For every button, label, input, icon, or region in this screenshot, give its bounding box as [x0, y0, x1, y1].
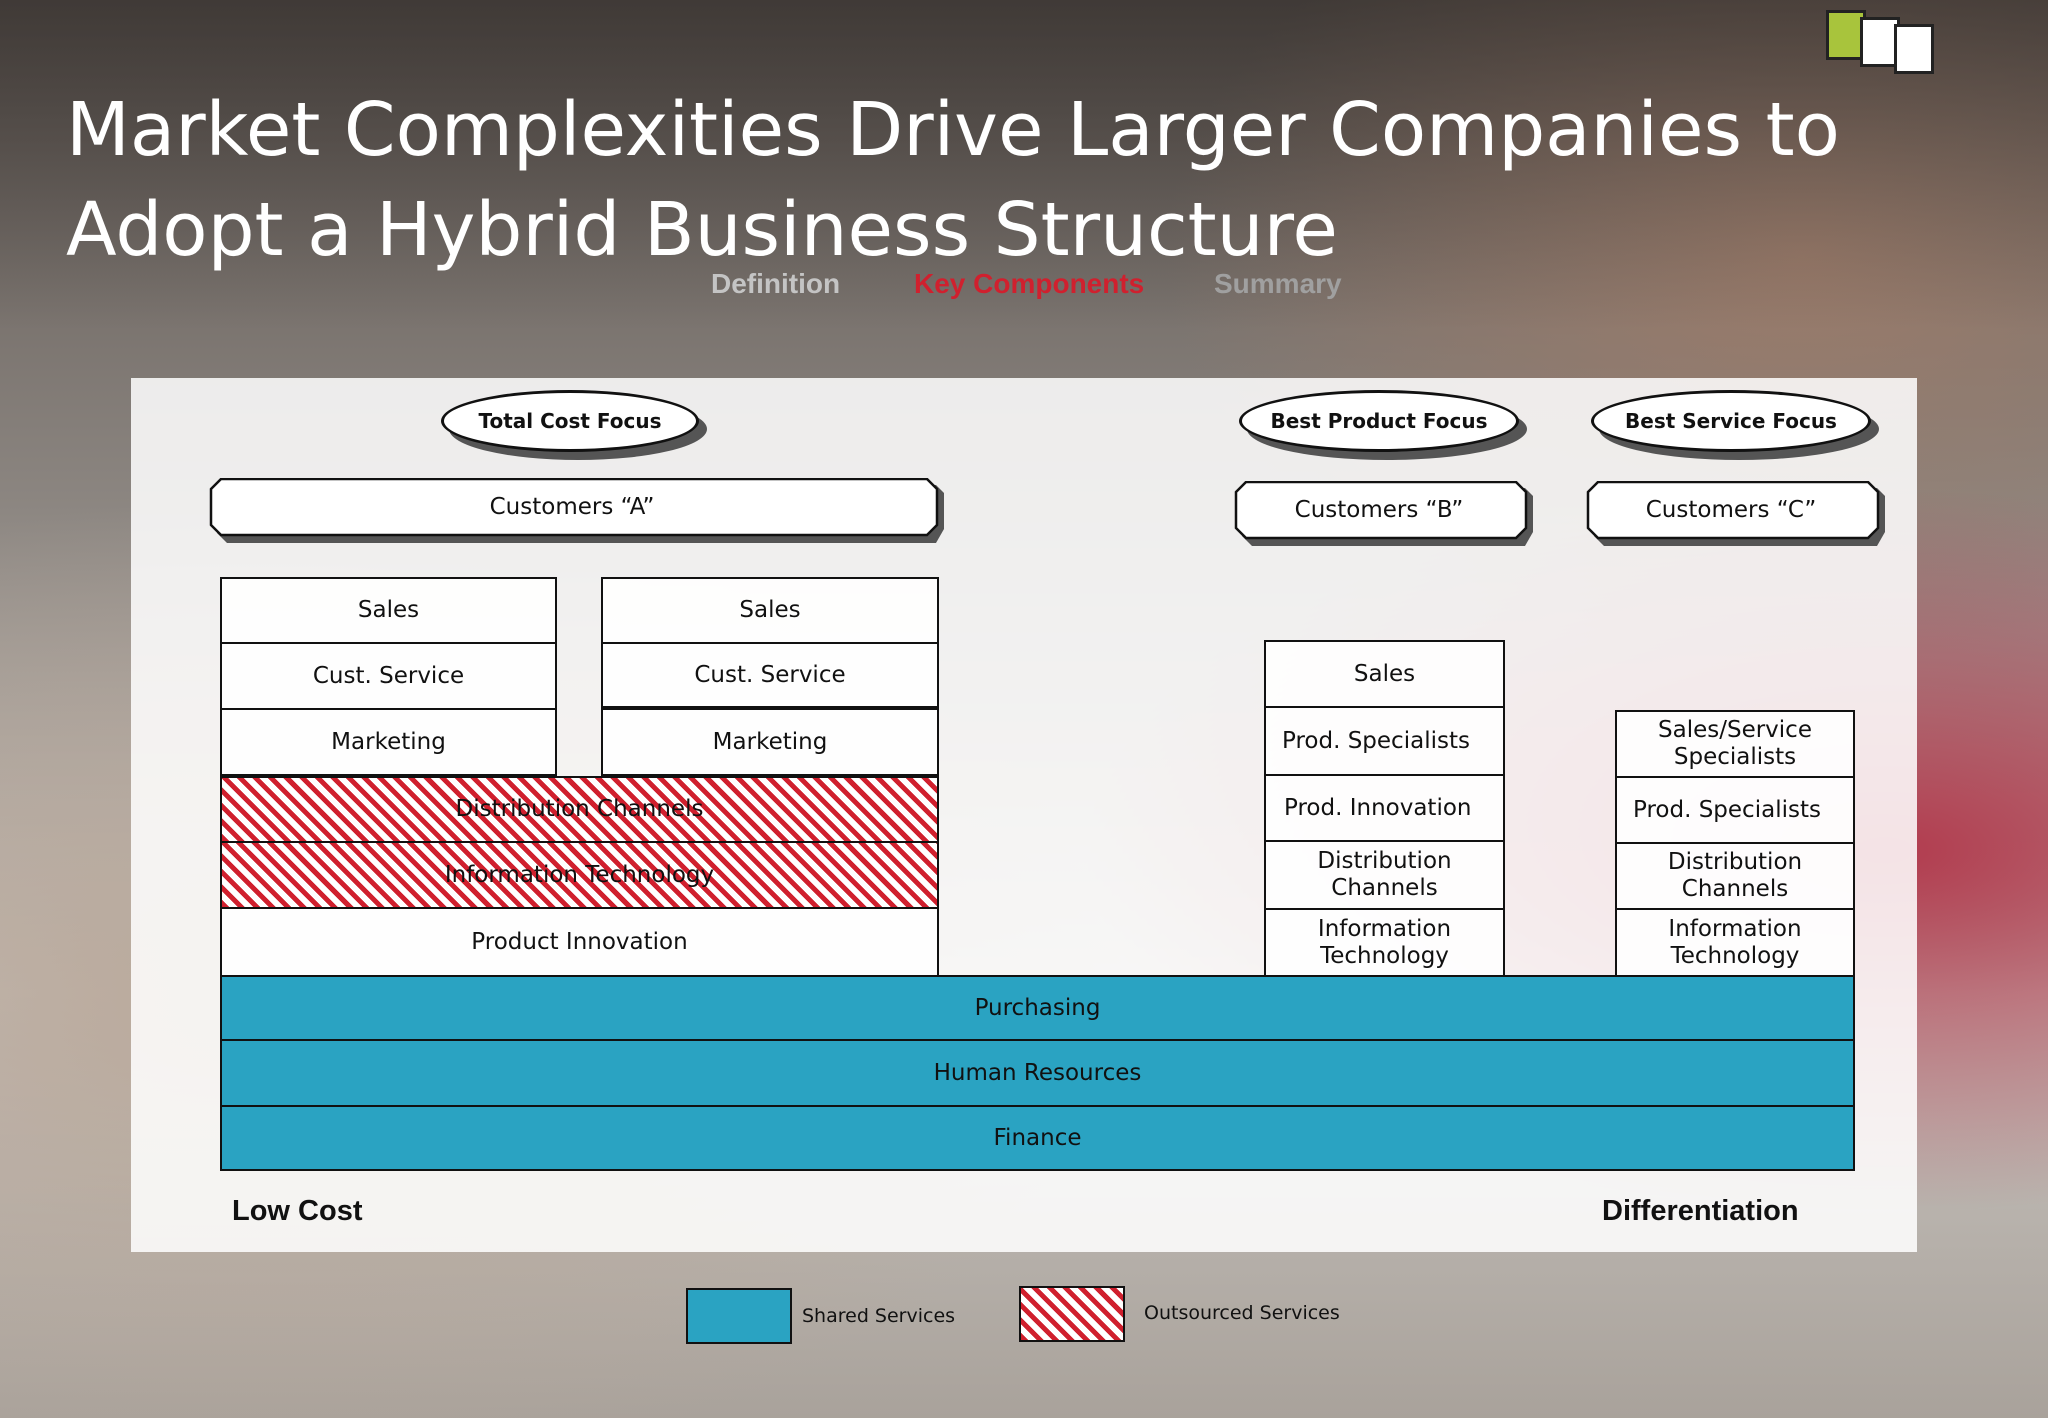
- tab-summary[interactable]: Summary: [1214, 268, 1342, 299]
- b-distribution-channels: Distribution Channels: [1264, 840, 1505, 910]
- legend-outsourced-swatch: [1019, 1286, 1125, 1342]
- focus-oval-best-product: Best Product Focus: [1239, 390, 1519, 452]
- a1-cust-service: Cust. Service: [220, 642, 557, 710]
- page-title: Market Complexities Drive Larger Compani…: [66, 87, 1840, 273]
- axis-differentiation: Differentiation: [1602, 1195, 1799, 1227]
- customers-a-shape: [209, 478, 944, 543]
- a2-cust-service: Cust. Service: [601, 642, 939, 708]
- customers-b-label: Customers “B”: [1294, 497, 1464, 523]
- c-prod-specialists: Prod. Specialists: [1615, 776, 1855, 844]
- a-information-technology: Information Technology: [220, 841, 939, 909]
- a-product-innovation: Product Innovation: [220, 907, 939, 977]
- header-shade: [0, 0, 2048, 330]
- tab-key-components[interactable]: Key Components: [914, 268, 1145, 299]
- logo-square-white-1: [1860, 17, 1900, 67]
- a1-marketing: Marketing: [220, 708, 557, 776]
- b-prod-innovation: Prod. Innovation: [1264, 774, 1505, 842]
- logo-square-white-2: [1894, 24, 1934, 74]
- a-distribution-channels: Distribution Channels: [220, 776, 939, 843]
- tab-definition[interactable]: Definition: [711, 268, 841, 299]
- c-sales-service-specialists: Sales/Service Specialists: [1615, 710, 1855, 778]
- legend-shared-label: Shared Services: [802, 1305, 956, 1327]
- c-distribution-channels: Distribution Channels: [1615, 842, 1855, 910]
- shared-purchasing: Purchasing: [220, 975, 1855, 1041]
- b-prod-specialists: Prod. Specialists: [1264, 706, 1505, 776]
- axis-low-cost: Low Cost: [232, 1195, 363, 1227]
- a2-sales: Sales: [601, 577, 939, 644]
- a1-sales: Sales: [220, 577, 557, 644]
- customers-c-label: Customers “C”: [1645, 497, 1817, 523]
- customers-c-banner: Customers “C”: [1586, 481, 1885, 546]
- customers-a-banner: Customers “A”: [209, 478, 944, 543]
- shared-finance: Finance: [220, 1105, 1855, 1171]
- c-information-technology: Information Technology: [1615, 908, 1855, 977]
- b-information-technology: Information Technology: [1264, 908, 1505, 977]
- customers-c-shape: [1586, 481, 1885, 546]
- customers-b-shape: [1234, 481, 1533, 546]
- shared-human-resources: Human Resources: [220, 1039, 1855, 1107]
- b-sales: Sales: [1264, 640, 1505, 708]
- legend-outsourced-label: Outsourced Services: [1144, 1302, 1340, 1324]
- a2-marketing: Marketing: [601, 708, 939, 776]
- logo: [1826, 10, 1936, 74]
- focus-oval-total-cost: Total Cost Focus: [441, 390, 699, 452]
- section-nav: Definition Key Components Summary: [0, 268, 2048, 308]
- customers-b-banner: Customers “B”: [1234, 481, 1533, 546]
- legend-shared-swatch: [686, 1288, 792, 1344]
- customers-a-label: Customers “A”: [489, 494, 655, 520]
- focus-oval-best-service: Best Service Focus: [1591, 390, 1871, 452]
